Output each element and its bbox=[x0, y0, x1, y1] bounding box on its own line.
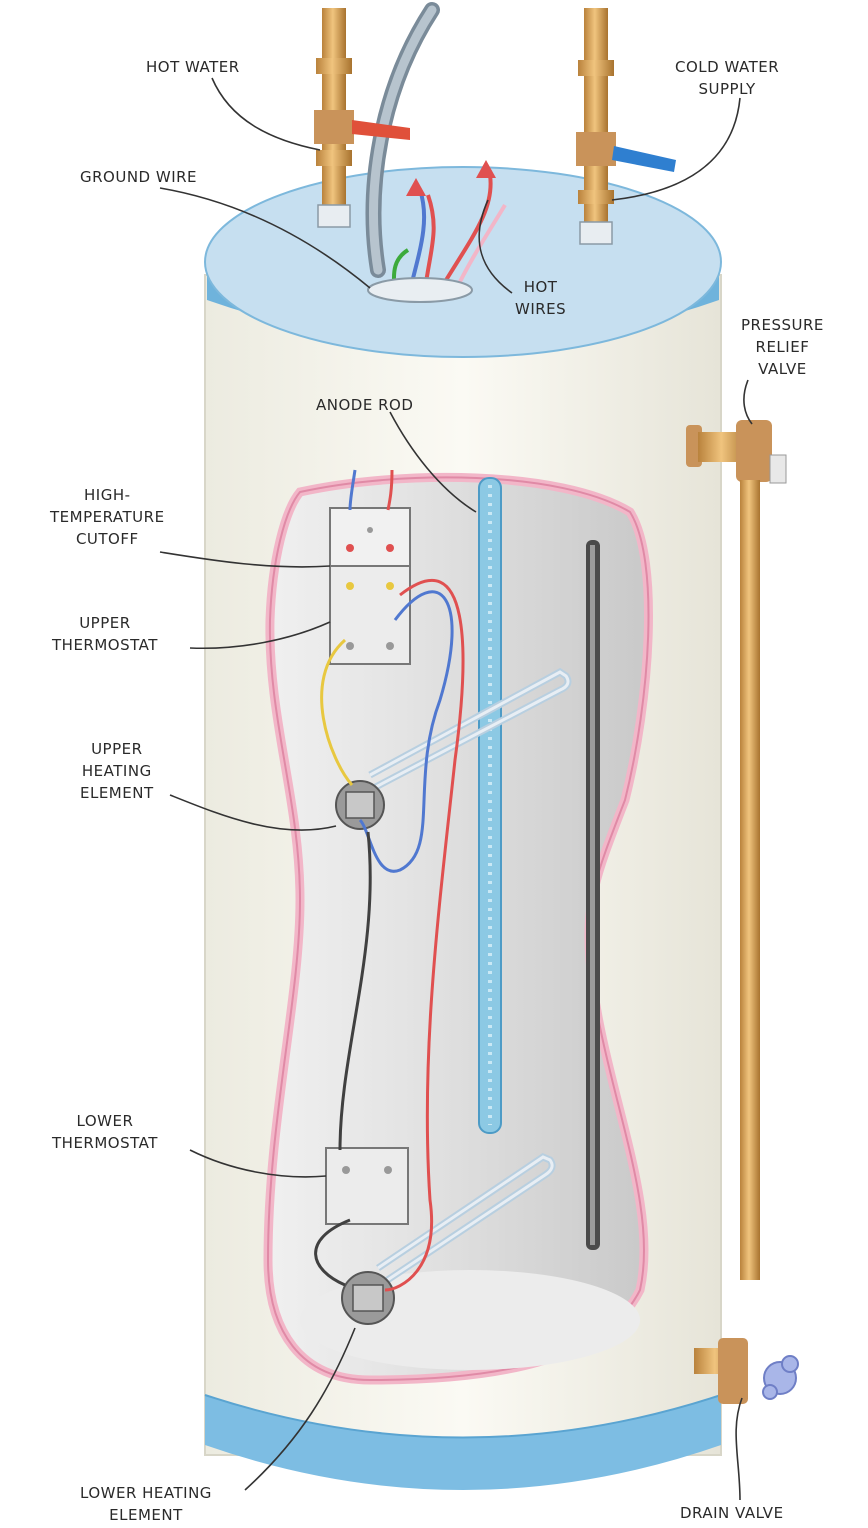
leader-lines bbox=[159, 77, 753, 1501]
hot-water-pipe bbox=[314, 8, 410, 228]
tank-lid bbox=[204, 166, 722, 358]
high-temperature-cutoff bbox=[329, 507, 411, 567]
cold-water-pipe bbox=[576, 8, 676, 245]
lower-heating-element bbox=[341, 1153, 556, 1325]
drain-valve bbox=[694, 1338, 799, 1404]
leader-lower-element bbox=[244, 1327, 356, 1491]
leader-hot-water bbox=[211, 77, 321, 151]
leader-upper-thermostat bbox=[189, 621, 331, 650]
leader-upper-element bbox=[169, 794, 337, 831]
leader-ground-wire bbox=[159, 187, 371, 289]
lower-thermostat bbox=[325, 1147, 409, 1225]
leader-cold-water bbox=[611, 97, 741, 201]
internal-wiring bbox=[314, 469, 465, 1292]
label-ground-wire: GROUND WIRE bbox=[80, 168, 198, 186]
top-wires bbox=[365, 2, 507, 303]
upper-heating-element bbox=[335, 667, 572, 830]
leader-pressure-relief bbox=[743, 379, 753, 425]
pressure-relief-valve bbox=[686, 420, 787, 1280]
label-anode-rod: ANODE ROD bbox=[316, 396, 414, 414]
label-drain-valve: DRAIN VALVE bbox=[680, 1504, 784, 1522]
upper-thermostat bbox=[329, 565, 411, 665]
leader-hot-wires bbox=[478, 199, 513, 294]
leader-anode-rod bbox=[389, 411, 477, 513]
anode-rod bbox=[478, 477, 502, 1134]
leader-lower-thermostat bbox=[189, 1149, 327, 1178]
label-hot-water: HOT WATER bbox=[146, 58, 240, 76]
leader-drain-valve bbox=[735, 1397, 743, 1501]
leader-high-temp-cutoff bbox=[159, 551, 331, 568]
